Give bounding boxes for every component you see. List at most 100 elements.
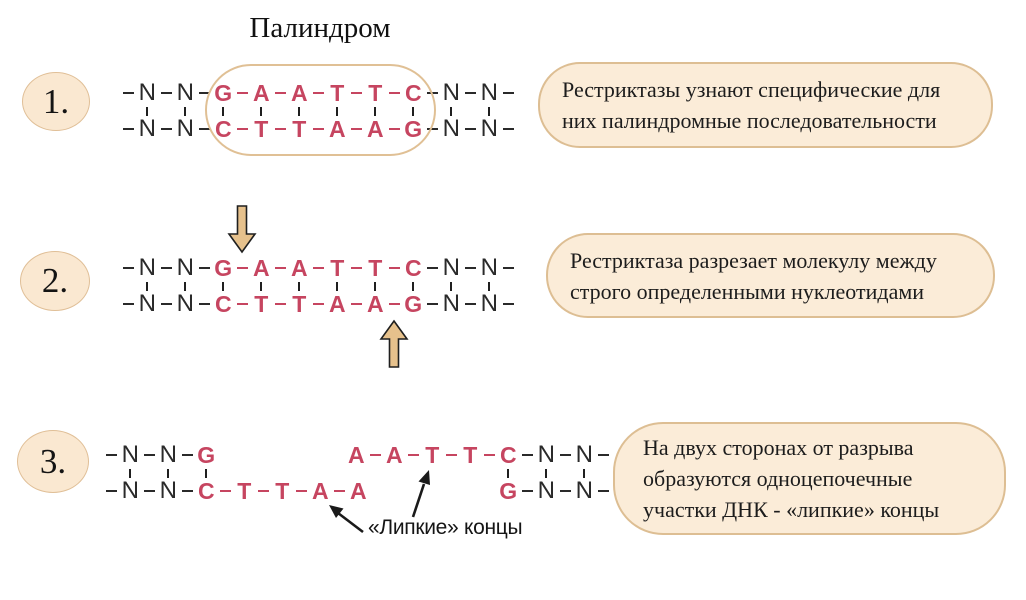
- base-N: N: [480, 79, 498, 106]
- base-C: C: [197, 478, 215, 504]
- bond-dash: [272, 291, 288, 317]
- note-line: Рестриктаза разрезает молекулу между: [570, 247, 937, 273]
- base-N: N: [121, 477, 139, 504]
- base-G: G: [214, 255, 232, 281]
- base-G: G: [404, 291, 422, 317]
- base-C: C: [214, 291, 232, 317]
- bond-dash: [196, 255, 212, 281]
- base-T: T: [463, 442, 477, 468]
- base-N: N: [480, 115, 498, 142]
- bond-dash: [500, 116, 516, 142]
- base-pair-bond-tick: [506, 469, 510, 478]
- step-2-number: 2.: [41, 261, 69, 300]
- base-T: T: [330, 80, 344, 106]
- bond-dash: [595, 442, 611, 468]
- bond-dash: [196, 80, 212, 106]
- bond-dash: [120, 291, 136, 317]
- base-G: G: [499, 478, 517, 504]
- base-pair-bond-tick: [166, 469, 170, 478]
- bond-dash: [120, 80, 136, 106]
- base-A: A: [328, 291, 346, 317]
- bond-dash: [310, 255, 326, 281]
- bond-dash: [196, 291, 212, 317]
- base-T: T: [292, 116, 306, 142]
- bond-dash: [424, 116, 440, 142]
- bond-dash: [293, 478, 309, 504]
- bond-dash: [386, 255, 402, 281]
- bond-dash: [443, 442, 459, 468]
- bond-dash: [595, 478, 611, 504]
- base-pair-bond-tick: [411, 282, 415, 291]
- bond-dash: [348, 255, 364, 281]
- note-line: строго определенными нуклеотидами: [570, 278, 925, 304]
- base-pair-bond-tick: [145, 107, 149, 116]
- base-C: C: [404, 255, 422, 281]
- base-N: N: [442, 115, 460, 142]
- bond-dash: [500, 80, 516, 106]
- base-T: T: [330, 255, 344, 281]
- palindrome-outline: [205, 64, 436, 156]
- base-T: T: [425, 442, 439, 468]
- base-N: N: [537, 477, 555, 504]
- base-N: N: [480, 254, 498, 281]
- base-A: A: [385, 442, 403, 468]
- bond-dash: [424, 291, 440, 317]
- bond-dash: [103, 478, 119, 504]
- bond-dash: [557, 478, 573, 504]
- note-line: них палиндромные последовательности: [562, 108, 937, 133]
- bond-dash: [158, 255, 174, 281]
- base-A: A: [347, 442, 365, 468]
- base-pair-bond-tick: [544, 469, 548, 478]
- base-T: T: [254, 291, 268, 317]
- bond-dash: [331, 478, 347, 504]
- base-pair-bond-tick: [259, 282, 263, 291]
- base-T: T: [254, 116, 268, 142]
- note-line: образуются одноцепочечные: [643, 466, 913, 491]
- note-box-step-3: На двух сторонах от разрыва образуются од…: [613, 422, 1006, 535]
- bond-dash: [103, 442, 119, 468]
- bond-dash: [179, 478, 195, 504]
- note-line: На двух сторонах от разрыва: [643, 435, 914, 460]
- bond-dash: [500, 291, 516, 317]
- bond-dash: [141, 442, 157, 468]
- base-N: N: [442, 79, 460, 106]
- sticky-end-pointer-left-icon: [329, 505, 364, 534]
- bond-dash: [481, 442, 497, 468]
- bond-dash: [519, 442, 535, 468]
- base-N: N: [480, 290, 498, 317]
- base-pair-bond-tick: [183, 282, 187, 291]
- base-pair-bond-tick: [335, 107, 339, 116]
- base-pair-bond-tick: [449, 282, 453, 291]
- base-A: A: [252, 255, 270, 281]
- base-A: A: [366, 116, 384, 142]
- base-N: N: [575, 441, 593, 468]
- base-N: N: [138, 254, 156, 281]
- base-pair-bond-tick: [128, 469, 132, 478]
- bond-dash: [310, 80, 326, 106]
- base-T: T: [237, 478, 251, 504]
- base-pair-bond-tick: [183, 107, 187, 116]
- base-pair-bond-tick: [259, 107, 263, 116]
- base-pair-bond-tick: [487, 107, 491, 116]
- bond-dash: [158, 116, 174, 142]
- bond-dash: [120, 116, 136, 142]
- base-C: C: [499, 442, 517, 468]
- base-A: A: [290, 80, 308, 106]
- note-box-step-2: Рестриктаза разрезает молекулу между стро…: [546, 233, 995, 318]
- bond-dash: [367, 442, 383, 468]
- bond-dash: [557, 442, 573, 468]
- page-title: Палиндром: [249, 12, 391, 44]
- note-line: участки ДНК - «липкие» концы: [643, 497, 940, 522]
- bond-dash: [272, 80, 288, 106]
- base-N: N: [575, 477, 593, 504]
- base-N: N: [537, 441, 555, 468]
- bond-dash: [405, 442, 421, 468]
- bond-dash: [196, 116, 212, 142]
- base-N: N: [138, 290, 156, 317]
